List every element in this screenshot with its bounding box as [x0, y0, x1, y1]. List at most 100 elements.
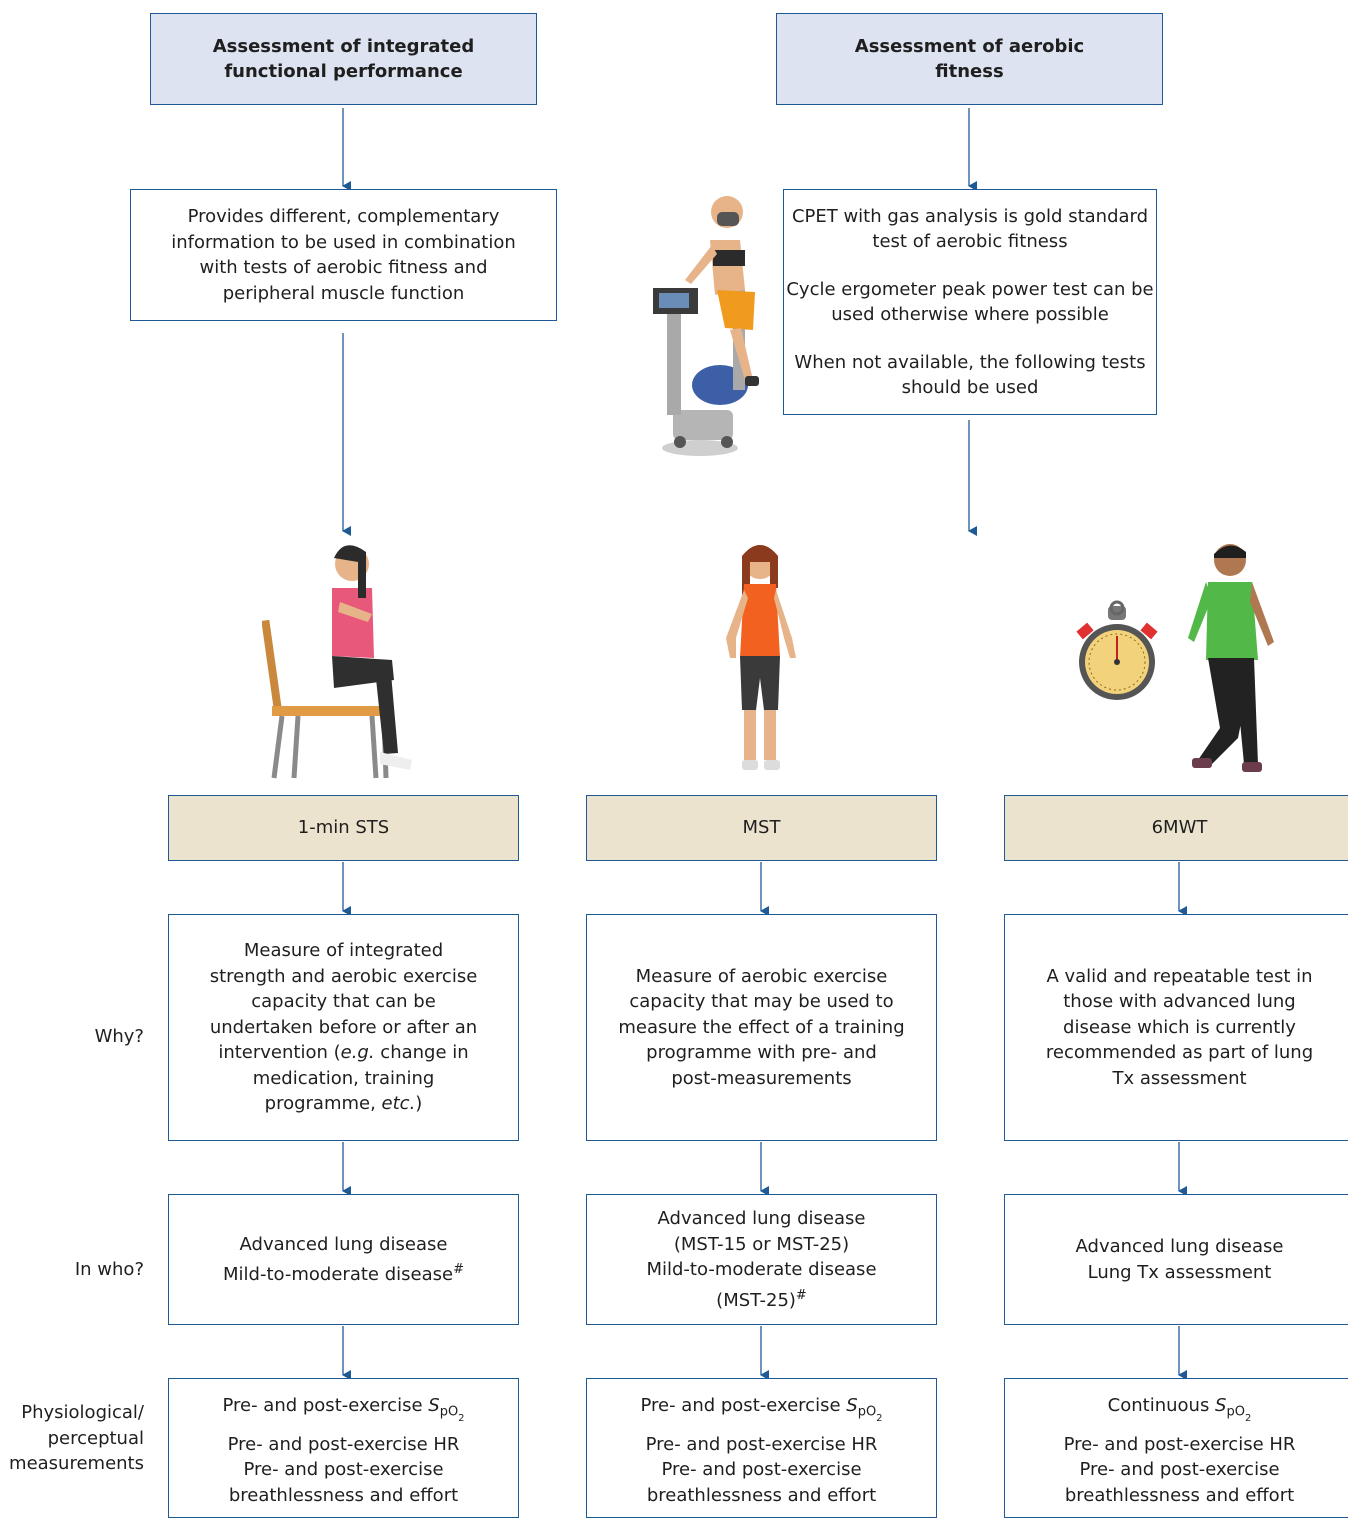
meas-text: Pre- and post-exercise — [640, 1395, 847, 1416]
why-text: intervention ( — [218, 1042, 341, 1064]
why-line: Measure of aerobic exercise — [635, 965, 888, 987]
test-mst: MST — [586, 795, 937, 861]
header-line: fitness — [935, 61, 1004, 82]
meas-line: Pre- and post-exercise SpO2 — [640, 1393, 882, 1432]
meas-line: Pre- and post-exercise SpO2 — [222, 1393, 464, 1432]
meas-line: Pre- and post-exercise — [661, 1459, 862, 1480]
row-label-text: perceptual — [47, 1427, 144, 1449]
row-label-text: Physiological/ — [21, 1402, 144, 1423]
integrated-info-box: Provides different, complementary inform… — [130, 189, 557, 321]
meas-box-mst: Pre- and post-exercise SpO2 Pre- and pos… — [586, 1378, 937, 1518]
meas-box-1min-sts: Pre- and post-exercise SpO2 Pre- and pos… — [168, 1378, 519, 1518]
why-box-1min-sts: Measure of integrated strength and aerob… — [168, 914, 519, 1141]
footnote-mark: # — [453, 1262, 464, 1277]
test-name: MST — [742, 817, 781, 839]
why-line: programme, etc.) — [265, 1091, 423, 1117]
why-line: recommended as part of lung — [1045, 1042, 1314, 1064]
sit-to-stand-figure — [262, 545, 412, 779]
header-line: Assessment of integrated — [212, 35, 475, 57]
why-line: intervention (e.g. change in — [218, 1040, 468, 1066]
who-line: (MST-25)# — [716, 1283, 807, 1314]
meas-line: Pre- and post-exercise HR — [1063, 1433, 1296, 1455]
who-line: Lung Tx assessment — [1087, 1261, 1272, 1283]
why-line: disease which is currently — [1063, 1016, 1296, 1038]
why-line: measure the effect of a training — [618, 1016, 905, 1038]
meas-box-6mwt: Continuous SpO2 Pre- and post-exercise H… — [1004, 1378, 1348, 1518]
row-label-why: Why? — [20, 1024, 144, 1050]
why-text: ) — [415, 1093, 423, 1115]
walking-woman-figure — [726, 545, 796, 770]
meas-line: Pre- and post-exercise — [1079, 1459, 1280, 1480]
spo2-sub: pO — [1226, 1404, 1245, 1420]
meas-line: breathlessness and effort — [646, 1484, 877, 1506]
info-line: CPET with gas analysis is gold standard — [791, 205, 1149, 227]
why-text-italic: e.g. — [340, 1042, 375, 1064]
info-line: When not available, the following tests — [794, 351, 1146, 373]
why-line: programme with pre- and — [646, 1042, 877, 1064]
header-line: functional performance — [224, 61, 463, 82]
info-line: used otherwise where possible — [831, 304, 1109, 325]
who-line: Mild-to-moderate disease — [646, 1259, 877, 1280]
spo2-symbol: S — [428, 1395, 440, 1416]
cycle-ergometer-figure — [653, 196, 759, 456]
who-line: Mild-to-moderate disease# — [223, 1257, 464, 1288]
meas-text: Pre- and post-exercise — [222, 1395, 429, 1416]
why-box-mst: Measure of aerobic exercise capacity tha… — [586, 914, 937, 1141]
info-line: information to be used in combination — [171, 231, 516, 253]
meas-text: Continuous — [1107, 1395, 1216, 1416]
spo2-symbol: S — [1215, 1395, 1227, 1416]
who-line: (MST-15 or MST-25) — [673, 1233, 850, 1255]
test-6mwt: 6MWT — [1004, 795, 1348, 861]
meas-line: Pre- and post-exercise HR — [227, 1433, 460, 1455]
who-line: Advanced lung disease — [1075, 1236, 1284, 1257]
spo2-sub: pO — [439, 1404, 459, 1420]
info-line: with tests of aerobic fitness and — [199, 257, 488, 278]
row-label-text: Why? — [94, 1026, 144, 1047]
test-1min-sts: 1-min STS — [168, 795, 519, 861]
meas-line: Continuous SpO2 — [1108, 1393, 1252, 1432]
who-box-6mwt: Advanced lung disease Lung Tx assessment — [1004, 1194, 1348, 1325]
why-line: medication, training — [252, 1067, 435, 1089]
footnote-mark: # — [795, 1287, 807, 1303]
spo2-sub-2: 2 — [876, 1413, 883, 1424]
why-line: capacity that can be — [251, 991, 436, 1013]
why-text: change in — [374, 1042, 469, 1064]
meas-line: Pre- and post-exercise — [243, 1459, 444, 1480]
who-line: Advanced lung disease — [239, 1233, 448, 1255]
row-label-text: measurements — [9, 1453, 144, 1474]
info-line: should be used — [901, 377, 1039, 398]
who-line: Advanced lung disease — [657, 1208, 866, 1229]
why-line: capacity that may be used to — [629, 991, 894, 1013]
why-line: those with advanced lung — [1063, 991, 1296, 1013]
info-line: peripheral muscle function — [222, 282, 465, 304]
who-text: Mild-to-moderate disease — [223, 1264, 454, 1285]
meas-line: Pre- and post-exercise HR — [645, 1433, 878, 1455]
why-text-italic: etc. — [381, 1093, 416, 1115]
row-label-in-who: In who? — [20, 1257, 144, 1283]
why-line: post-measurements — [671, 1067, 852, 1089]
info-line: Cycle ergometer peak power test can be — [786, 278, 1154, 300]
row-label-physiological: Physiological/ perceptual measurements — [8, 1400, 144, 1477]
why-text: programme, — [264, 1093, 382, 1115]
test-name: 1-min STS — [297, 817, 390, 839]
aerobic-info-box: CPET with gas analysis is gold standard … — [783, 189, 1157, 415]
why-line: Tx assessment — [1112, 1067, 1247, 1089]
spo2-sub: pO — [857, 1404, 877, 1420]
stopwatch-icon — [1076, 600, 1158, 700]
why-line: strength and aerobic exercise — [209, 965, 478, 987]
meas-line: breathlessness and effort — [1064, 1484, 1295, 1506]
who-box-mst: Advanced lung disease (MST-15 or MST-25)… — [586, 1194, 937, 1325]
why-line: Measure of integrated — [243, 940, 444, 962]
walking-man-figure — [1188, 544, 1274, 772]
who-text: (MST-25) — [716, 1289, 796, 1311]
why-box-6mwt: A valid and repeatable test in those wit… — [1004, 914, 1348, 1141]
header-aerobic-fitness: Assessment of aerobic fitness — [776, 13, 1163, 105]
test-name: 6MWT — [1151, 817, 1208, 839]
header-integrated-functional-performance: Assessment of integrated functional perf… — [150, 13, 537, 105]
who-box-1min-sts: Advanced lung disease Mild-to-moderate d… — [168, 1194, 519, 1325]
header-line: Assessment of aerobic — [854, 35, 1085, 57]
spo2-symbol: S — [846, 1395, 858, 1416]
info-line: Provides different, complementary — [187, 206, 500, 227]
why-line: A valid and repeatable test in — [1046, 965, 1313, 987]
